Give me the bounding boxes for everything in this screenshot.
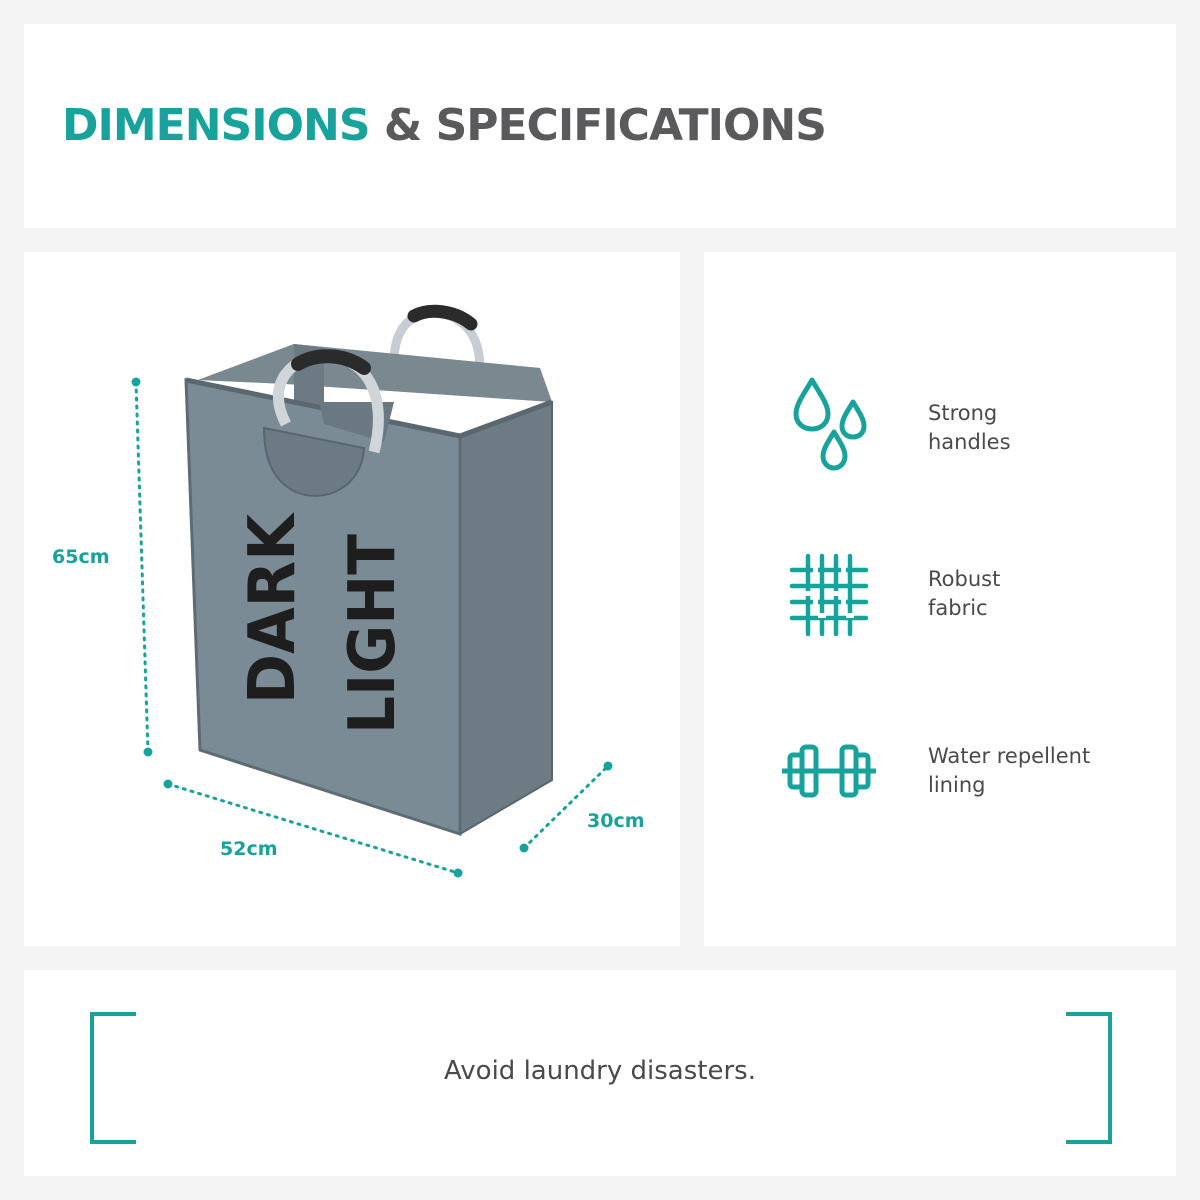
header-panel: DIMENSIONS & SPECIFICATIONS xyxy=(24,24,1176,228)
width-guide xyxy=(163,779,463,878)
depth-label: 30cm xyxy=(587,810,645,832)
feature-strong-handles: Strong handles xyxy=(704,372,1176,482)
basket-print-light: LIGHT xyxy=(336,534,410,734)
feature-label: Robust fabric xyxy=(928,567,1001,620)
basket-print-dark: DARK xyxy=(236,512,310,704)
tagline: Avoid laundry disasters. xyxy=(444,1056,756,1086)
feature-label: Strong handles xyxy=(928,401,1011,454)
page-title: DIMENSIONS & SPECIFICATIONS xyxy=(62,100,827,151)
tagline-panel: Avoid laundry disasters. xyxy=(24,970,1176,1176)
features-panel: Strong handles xyxy=(704,252,1176,946)
left-bracket-decoration xyxy=(90,1012,136,1144)
dumbbell-icon xyxy=(782,744,876,798)
product-panel: DARK LIGHT 65cm 52cm 30cm xyxy=(24,252,680,946)
woven-fabric-icon xyxy=(789,553,869,637)
laundry-basket-image: DARK LIGHT xyxy=(131,304,613,878)
page-title-rest: & SPECIFICATIONS xyxy=(383,100,827,151)
right-bracket-decoration xyxy=(1066,1012,1112,1144)
height-guide xyxy=(131,377,153,757)
feature-robust-fabric: Robust fabric xyxy=(704,542,1176,652)
feature-label: Water repellent lining xyxy=(928,744,1091,797)
feature-water-repellent: Water repellent lining xyxy=(704,717,1176,827)
depth-guide xyxy=(519,761,613,853)
width-label: 52cm xyxy=(220,838,278,860)
height-label: 65cm xyxy=(52,546,110,568)
water-drops-icon xyxy=(793,377,867,471)
page-title-accent: DIMENSIONS xyxy=(62,100,371,151)
